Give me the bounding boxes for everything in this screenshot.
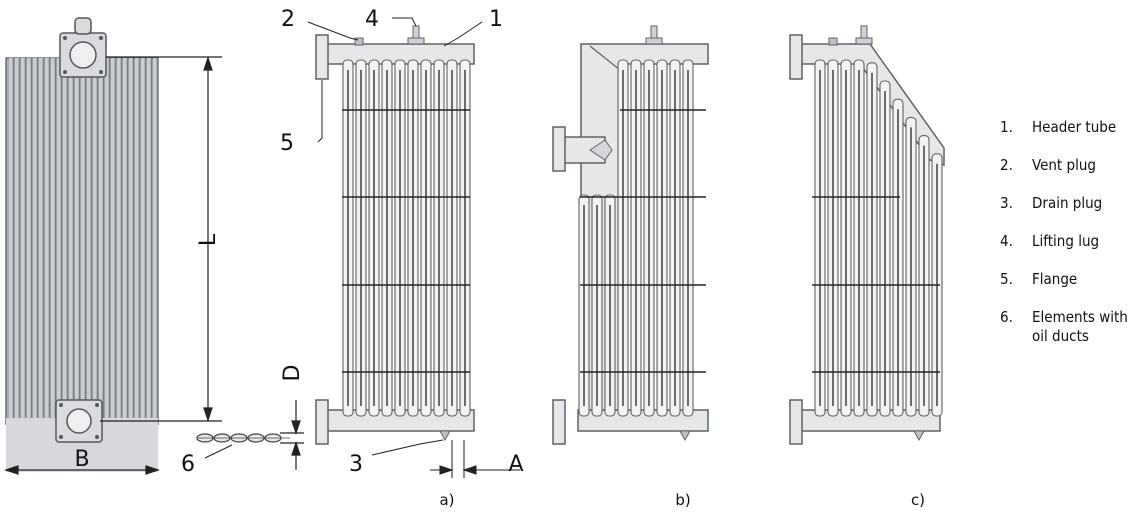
inlet-flange	[552, 126, 566, 172]
legend-text: Flange	[1032, 270, 1078, 288]
element-tubes	[814, 59, 943, 417]
fin	[27, 58, 31, 418]
radiator-view-b	[552, 25, 709, 445]
fin	[141, 58, 145, 418]
flange-bottom	[315, 399, 329, 445]
legend-number: 4.	[1000, 232, 1013, 250]
legend-number: 2.	[1000, 156, 1013, 174]
sublabel-a: a)	[439, 491, 454, 509]
label-1: 1	[489, 7, 503, 32]
dimension-D	[280, 400, 304, 470]
legend-item: 6. Elements with oil ducts	[1000, 308, 1134, 346]
label-B: B	[74, 447, 89, 472]
top-flange	[59, 17, 107, 78]
fin	[147, 58, 151, 418]
dimension-B	[4, 465, 160, 475]
label-3: 3	[349, 452, 363, 477]
fin	[57, 58, 61, 418]
legend-text: Lifting lug	[1032, 232, 1100, 250]
oil-duct-element	[196, 433, 290, 443]
legend-item: 2. Vent plug	[1000, 156, 1134, 175]
fin	[135, 58, 139, 418]
fin	[39, 58, 43, 418]
flange-bottom	[789, 399, 803, 445]
fin	[45, 58, 49, 418]
fin	[33, 58, 37, 418]
legend-item: 1. Header tube	[1000, 118, 1134, 137]
flange-top	[315, 34, 329, 80]
parts-legend: 1. Header tube 2. Vent plug 3. Drain plug 4. Li…	[1000, 118, 1134, 365]
callout-leaders-a	[307, 17, 520, 478]
sublabel-c: c)	[911, 491, 925, 509]
lifting-lug	[645, 25, 663, 45]
lifting-lug	[855, 25, 873, 45]
fin	[111, 58, 115, 418]
label-2: 2	[281, 7, 295, 32]
element-tubes	[342, 59, 471, 417]
fin	[117, 58, 121, 418]
legend-item: 4. Lifting lug	[1000, 232, 1134, 251]
drain-plug	[913, 430, 925, 442]
fin	[99, 58, 103, 418]
element-ribs	[342, 109, 470, 373]
radiator-fins	[9, 58, 159, 418]
label-D: D	[280, 365, 305, 382]
label-6: 6	[181, 452, 195, 477]
leader-6	[204, 444, 233, 459]
label-4: 4	[365, 7, 379, 32]
vent-plug	[354, 37, 364, 46]
drain-plug	[679, 430, 691, 442]
fin	[93, 58, 97, 418]
label-L: L	[196, 233, 221, 246]
fin	[69, 58, 73, 418]
fin	[75, 58, 79, 418]
legend-text: Drain plug	[1032, 194, 1103, 212]
fin	[51, 58, 55, 418]
radiator-view-c	[789, 25, 945, 445]
flange-bottom	[552, 399, 566, 445]
fin	[15, 58, 19, 418]
fin	[153, 58, 157, 418]
fin	[63, 58, 67, 418]
fin	[81, 58, 85, 418]
fin	[9, 58, 13, 418]
fin	[129, 58, 133, 418]
legend-item: 3. Drain plug	[1000, 194, 1134, 213]
radiator-front-view	[5, 17, 159, 472]
fin	[123, 58, 127, 418]
legend-text: Header tube	[1032, 118, 1117, 136]
bottom-flange	[55, 399, 103, 443]
dimension-L	[100, 56, 222, 422]
element-ribs	[812, 196, 940, 373]
label-A: A	[508, 452, 523, 477]
label-5: 5	[280, 131, 294, 156]
sublabel-b: b)	[675, 491, 690, 509]
element-ribs	[580, 109, 706, 373]
fin	[105, 58, 109, 418]
legend-number: 1.	[1000, 118, 1013, 136]
legend-number: 6.	[1000, 308, 1013, 326]
element-tubes	[578, 59, 694, 417]
legend-number: 3.	[1000, 194, 1013, 212]
fin	[87, 58, 91, 418]
flange-top	[789, 34, 803, 80]
legend-item: 5. Flange	[1000, 270, 1134, 289]
vent-plug	[828, 37, 838, 46]
fin	[21, 58, 25, 418]
lifting-lug	[407, 25, 425, 45]
radiator-view-a	[315, 25, 475, 445]
legend-text: Vent plug	[1032, 156, 1096, 174]
legend-text: Elements with oil ducts	[1032, 308, 1128, 345]
drain-plug	[439, 430, 451, 442]
legend-number: 5.	[1000, 270, 1013, 288]
